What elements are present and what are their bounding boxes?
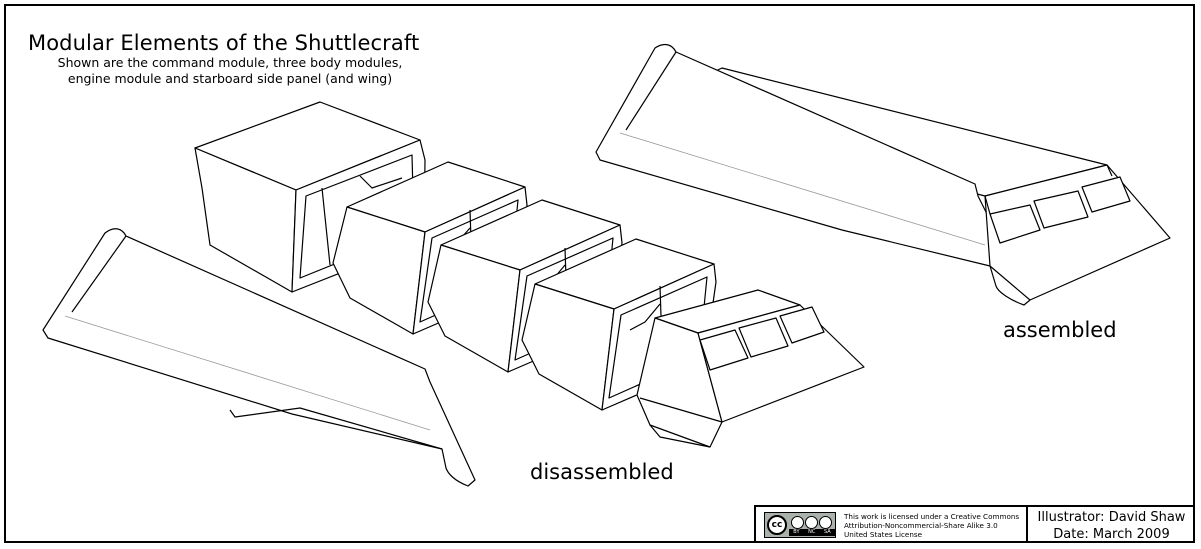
engine-window-3 bbox=[779, 306, 825, 344]
person-icon bbox=[791, 516, 804, 529]
engine-module bbox=[636, 289, 865, 448]
badge-tag-by: BY bbox=[793, 529, 800, 535]
license-line-2: Attribution-Noncommercial-Share Alike 3.… bbox=[844, 520, 998, 530]
license-cell: cc BY NC SA This work is licensed under … bbox=[756, 507, 1028, 543]
share-alike-icon bbox=[819, 516, 832, 529]
side-panel-module bbox=[42, 228, 476, 487]
assembled-side-panel bbox=[595, 43, 1031, 306]
assembled-window-1 bbox=[989, 204, 1041, 244]
license-text: This work is licensed under a Creative C… bbox=[844, 512, 1019, 539]
no-dollar-icon bbox=[805, 516, 818, 529]
assembled-window-2 bbox=[1033, 190, 1089, 229]
date-credit: Date: March 2009 bbox=[1053, 527, 1170, 542]
assembled-shuttlecraft bbox=[595, 43, 1171, 306]
page-subtitle: Shown are the command module, three body… bbox=[20, 55, 440, 87]
title-block: cc BY NC SA This work is licensed under … bbox=[754, 505, 1195, 543]
license-line-1: This work is licensed under a Creative C… bbox=[844, 511, 1020, 521]
assembled-window-3 bbox=[1081, 176, 1131, 213]
badge-tags: BY NC SA bbox=[789, 529, 835, 536]
engine-window-2 bbox=[738, 317, 789, 358]
illustrator-credit: Illustrator: David Shaw bbox=[1037, 510, 1186, 525]
subtitle-line-1: Shown are the command module, three body… bbox=[57, 55, 403, 70]
page-title: Modular Elements of the Shuttlecraft bbox=[28, 31, 420, 55]
badge-tag-nc: NC bbox=[808, 529, 816, 535]
assembled-label: assembled bbox=[1003, 318, 1117, 342]
cc-license-badge-icon[interactable]: cc BY NC SA bbox=[764, 512, 836, 538]
disassembled-label: disassembled bbox=[530, 460, 674, 484]
engine-window-1 bbox=[699, 329, 749, 371]
credits-cell: Illustrator: David Shaw Date: March 2009 bbox=[1028, 507, 1195, 543]
license-line-3: United States License bbox=[844, 529, 923, 539]
badge-tag-sa: SA bbox=[823, 529, 831, 535]
cc-icon: cc bbox=[767, 515, 787, 535]
drawing-frame bbox=[4, 4, 1195, 543]
subtitle-line-2: engine module and starboard side panel (… bbox=[67, 71, 393, 86]
